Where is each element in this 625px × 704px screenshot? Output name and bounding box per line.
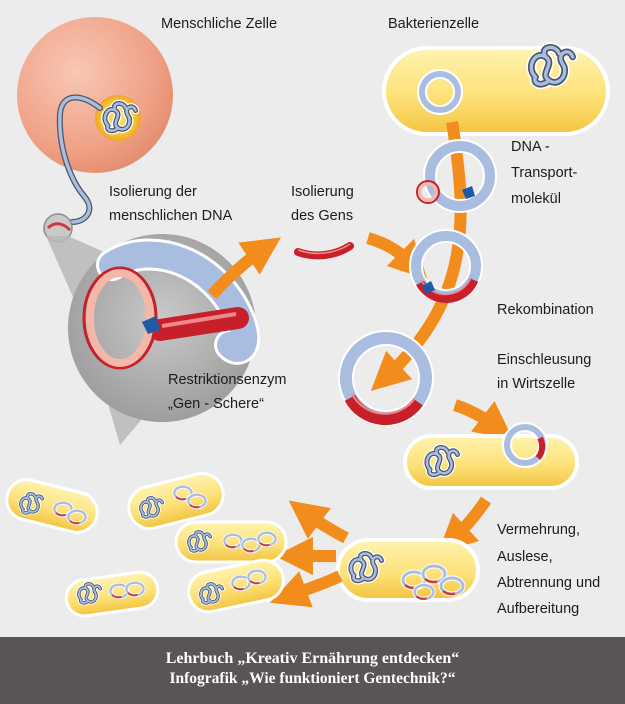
small-bacterium [187, 558, 285, 614]
zoom-view [46, 234, 261, 445]
human-dna-strand [43, 94, 103, 243]
arrow-gene-to-recombination [366, 232, 428, 280]
label-recombination: Rekombination [497, 302, 594, 318]
recombination-molecule [409, 229, 483, 304]
footer: Lehrbuch „Kreativ Ernährung entdecken“ I… [0, 637, 625, 704]
isolated-gene [294, 242, 354, 260]
arrow-host-to-multiplication [437, 496, 491, 554]
label-bacterial-cell: Bakterienzelle [388, 16, 480, 32]
bacterial-cell-top [382, 47, 610, 136]
small-bacterium [5, 478, 99, 534]
small-bacterium [174, 520, 288, 564]
footer-infographic-title: Infografik „Wie funktioniert Gentechnik?… [169, 670, 456, 687]
small-bacterium [127, 471, 225, 531]
dna-transport-molecule [416, 139, 497, 213]
arrow-plasmid-to-host [453, 399, 514, 440]
diagram-canvas [5, 17, 610, 618]
multiplied-cell [336, 538, 480, 602]
host-cell [403, 422, 579, 490]
footer-book-title: Lehrbuch „Kreativ Ernährung entdecken“ [165, 650, 460, 667]
label-human-cell: Menschliche Zelle [161, 16, 278, 32]
small-bacterium [64, 570, 160, 618]
arrow-zoom-to-gene [207, 237, 281, 300]
bacteria-cluster [5, 471, 288, 618]
recombinant-plasmid [338, 330, 434, 426]
spread-arrows [270, 500, 349, 608]
human-cell [17, 17, 173, 173]
